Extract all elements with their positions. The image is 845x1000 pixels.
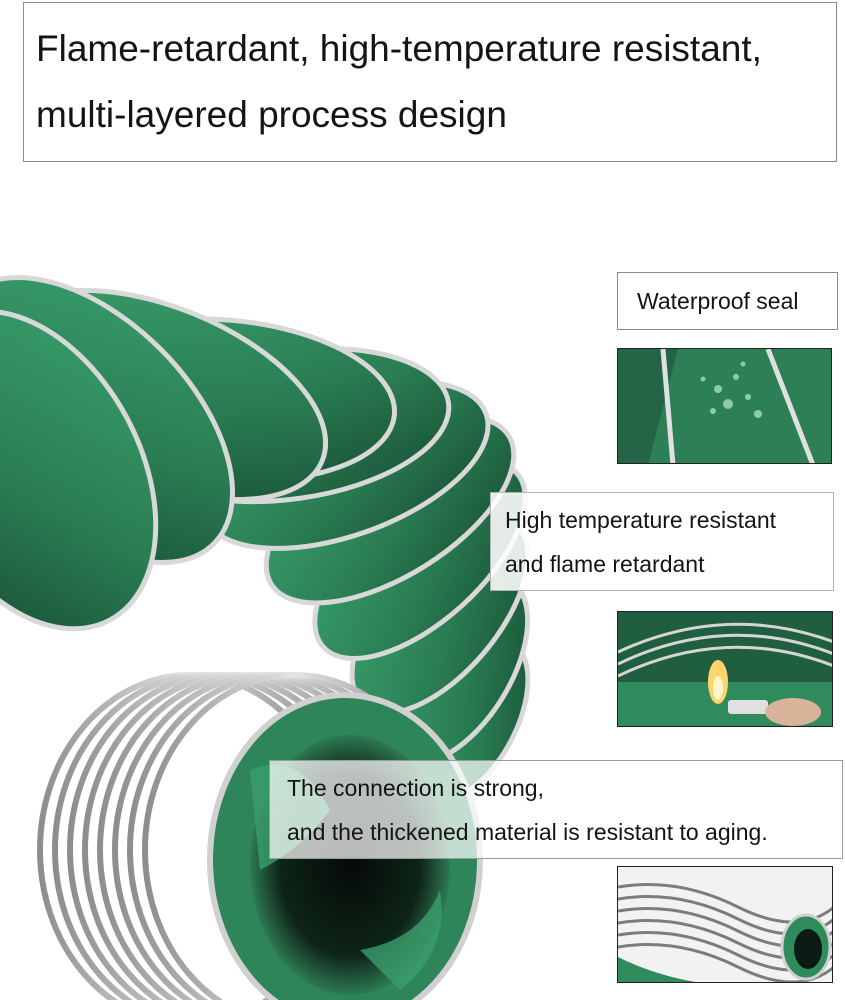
waterproof-callout: Waterproof seal bbox=[617, 272, 838, 330]
waterproof-label: Waterproof seal bbox=[637, 288, 799, 314]
headline-line-2: multi-layered process design bbox=[36, 94, 507, 135]
flame-test-image bbox=[617, 611, 833, 727]
connection-callout-line-2: and the thickened material is resistant … bbox=[287, 819, 768, 845]
connection-callout-line-1: The connection is strong, bbox=[287, 775, 544, 801]
heat-resistant-callout: High temperature resistant and flame ret… bbox=[490, 492, 834, 591]
heat-callout-line-1: High temperature resistant bbox=[505, 507, 777, 533]
connection-callout: The connection is strong, and the thicke… bbox=[269, 760, 843, 859]
flexible-duct-hose-image bbox=[0, 274, 531, 1000]
connection-detail-image bbox=[617, 866, 833, 983]
headline-line-1: Flame-retardant, high-temperature resist… bbox=[36, 28, 762, 69]
waterproof-detail-image bbox=[617, 348, 832, 464]
heat-callout-line-2: and flame retardant bbox=[505, 551, 705, 577]
headline-box: Flame-retardant, high-temperature resist… bbox=[23, 2, 837, 162]
